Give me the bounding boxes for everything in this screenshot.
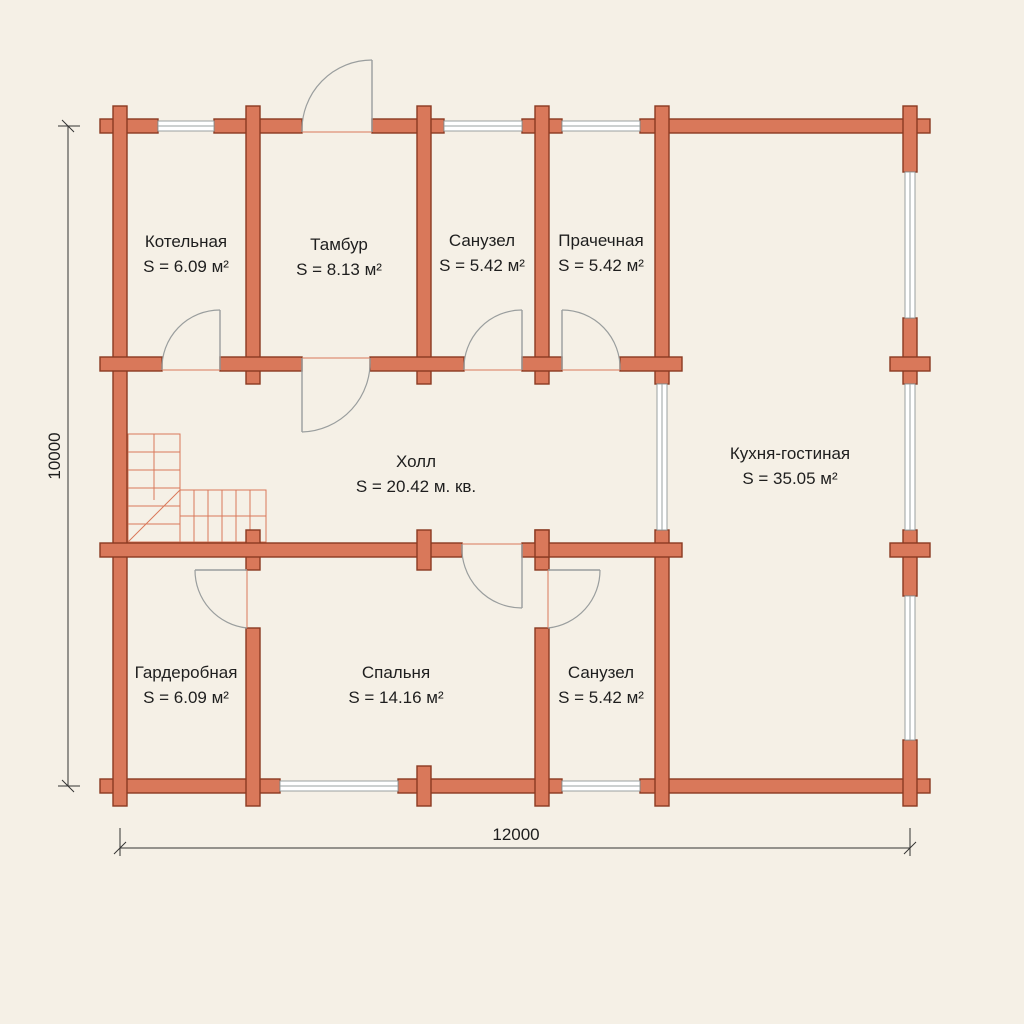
room-name: Кухня-гостиная — [730, 444, 850, 463]
room-area: S = 6.09 м² — [143, 688, 229, 707]
room-spalnya: Спальня S = 14.16 м² — [348, 663, 444, 707]
room-kotelnaya: Котельная S = 6.09 м² — [143, 232, 229, 276]
doors — [161, 59, 621, 629]
width-dimension-label: 12000 — [492, 825, 539, 844]
room-name: Спальня — [362, 663, 430, 682]
room-sanuzel-top: Санузел S = 5.42 м² — [439, 231, 525, 275]
room-prachechnaya: Прачечная S = 5.42 м² — [558, 231, 644, 275]
room-kukhnya-gostinaya: Кухня-гостиная S = 35.05 м² — [730, 444, 850, 488]
room-area: S = 35.05 м² — [742, 469, 838, 488]
room-name: Прачечная — [558, 231, 643, 250]
room-sanuzel-bottom: Санузел S = 5.42 м² — [558, 663, 644, 707]
room-area: S = 8.13 м² — [296, 260, 382, 279]
room-name: Санузел — [568, 663, 634, 682]
windows — [157, 120, 916, 792]
room-holl: Холл S = 20.42 м. кв. — [356, 452, 476, 496]
room-area: S = 5.42 м² — [558, 256, 644, 275]
dimension-lines — [58, 119, 917, 856]
staircase — [127, 433, 267, 543]
room-tambur: Тамбур S = 8.13 м² — [296, 235, 382, 279]
room-area: S = 5.42 м² — [439, 256, 525, 275]
room-area: S = 20.42 м. кв. — [356, 477, 476, 496]
room-area: S = 14.16 м² — [348, 688, 444, 707]
room-name: Котельная — [145, 232, 227, 251]
room-name: Холл — [396, 452, 436, 471]
height-dimension-label: 10000 — [45, 432, 64, 479]
walls — [99, 105, 931, 807]
room-area: S = 6.09 м² — [143, 257, 229, 276]
room-name: Гардеробная — [135, 663, 238, 682]
room-area: S = 5.42 м² — [558, 688, 644, 707]
room-garderobnaya: Гардеробная S = 6.09 м² — [135, 663, 238, 707]
room-name: Санузел — [449, 231, 515, 250]
room-name: Тамбур — [310, 235, 368, 254]
